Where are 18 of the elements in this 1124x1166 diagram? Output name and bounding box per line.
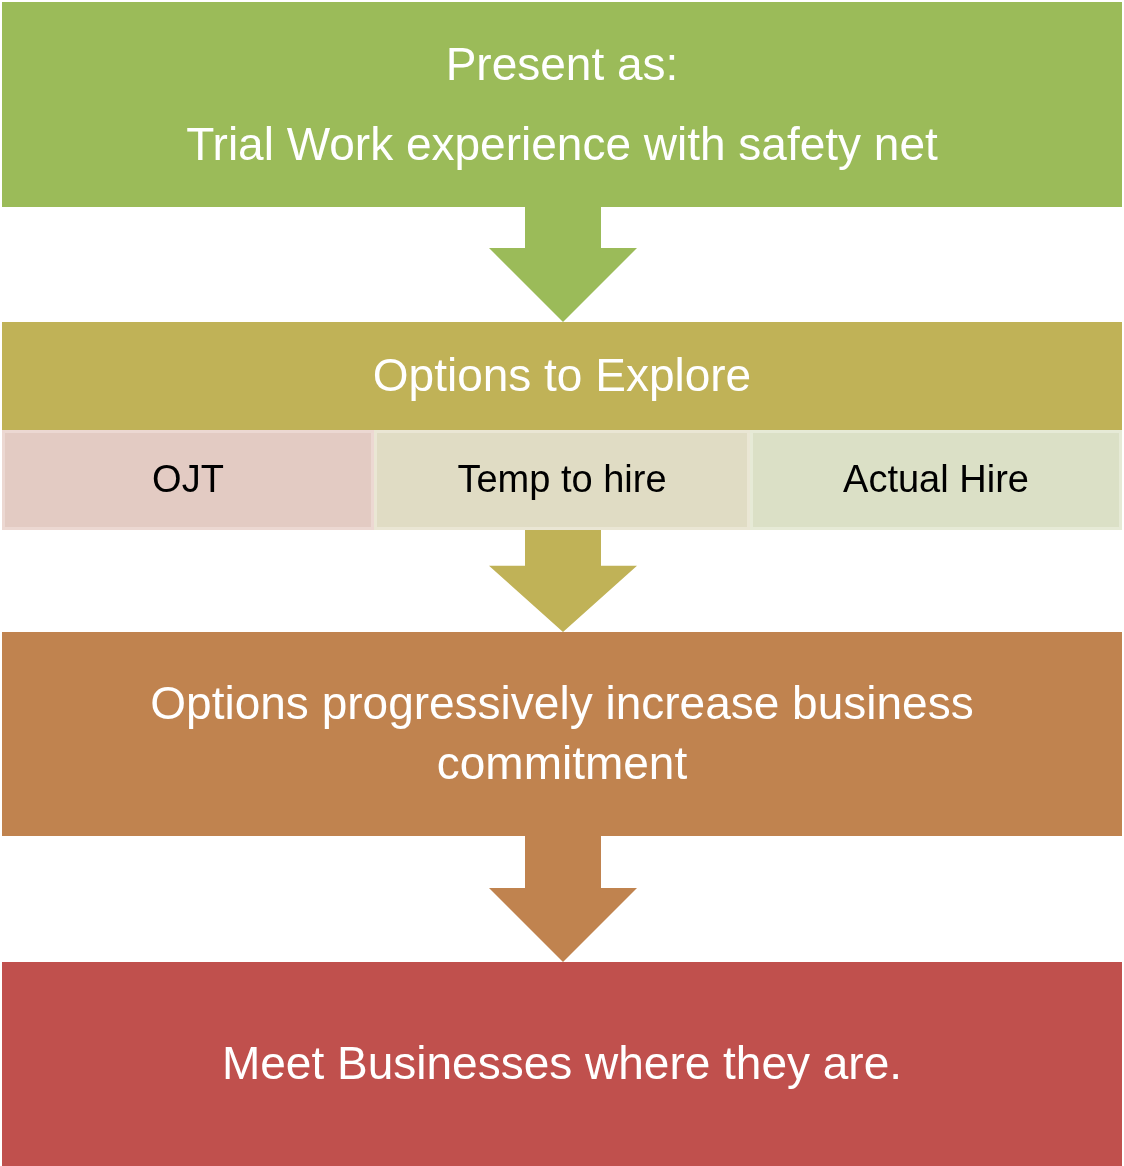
heading-text: Present as: xyxy=(444,36,680,92)
box-text: Meet Businesses where they are. xyxy=(220,1036,904,1092)
box-text: Actual Hire xyxy=(842,457,1030,503)
box-text: Temp to hire xyxy=(456,457,668,503)
box-text: Options to Explore xyxy=(371,348,753,404)
option-box xyxy=(750,430,1122,530)
box-text: Options progressively increase business commitment xyxy=(149,676,975,791)
process-box xyxy=(2,2,1122,207)
options-panel xyxy=(2,322,1122,530)
option-box xyxy=(2,430,374,530)
block-arrow xyxy=(489,836,637,962)
process-box xyxy=(2,632,1122,836)
box-text: Trial Work experience with safety net xyxy=(185,116,939,172)
option-box xyxy=(374,430,750,530)
block-arrow xyxy=(489,530,637,632)
box-text: OJT xyxy=(151,457,225,503)
process-box xyxy=(2,962,1122,1166)
block-arrow xyxy=(489,207,637,322)
